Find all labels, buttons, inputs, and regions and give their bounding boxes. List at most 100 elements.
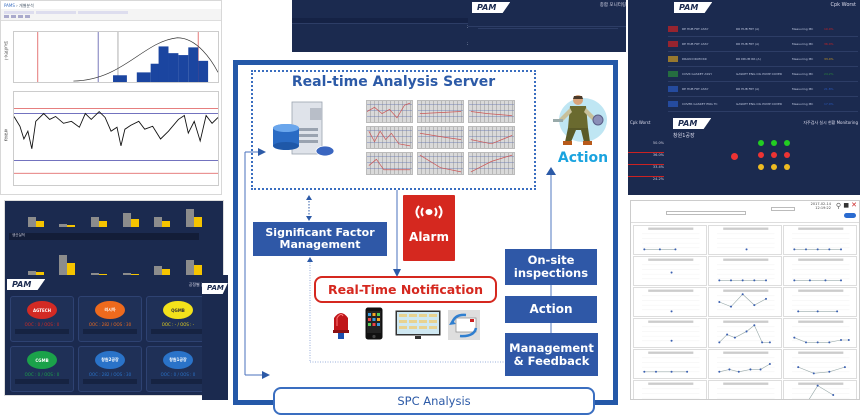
bar-yellow — [162, 221, 171, 227]
filter-field[interactable] — [666, 211, 746, 215]
ooc-detail-bar — [15, 329, 69, 334]
histogram-chart — [13, 31, 219, 83]
bar-chart-2 — [20, 247, 210, 275]
bar-yellow — [194, 265, 203, 275]
plant-badge: QGMB — [163, 301, 193, 319]
section-label: 생산실적 — [9, 233, 199, 240]
flow-connectors — [244, 148, 556, 379]
control-chart-thumbnail — [417, 100, 464, 123]
bar-group — [27, 217, 44, 227]
part-name: COVER GASKET ENG TC — [682, 102, 718, 106]
cpk-value: 10.0% — [824, 27, 834, 31]
bar-group — [154, 217, 171, 227]
grid-time: 12:19:22 — [815, 206, 831, 210]
management-feedback-box: Management & Feedback — [505, 333, 598, 376]
search-icon[interactable]: ⚲ — [835, 202, 841, 210]
bar-gray — [186, 260, 195, 275]
mini-trend-chart — [633, 256, 707, 286]
server-title: Real-time Analysis Server — [291, 74, 496, 90]
print-icon[interactable]: ■ — [843, 202, 849, 209]
mgmt-line2: & Feedback — [513, 353, 590, 368]
process-name: RR DRUM RR (A) — [736, 57, 761, 61]
bar-yellow — [35, 221, 44, 227]
bar-group — [154, 266, 171, 275]
bar-group — [186, 260, 203, 275]
bar-gray — [154, 217, 163, 227]
ooc-summary: OOC : 0 / OOS : 0 — [160, 372, 196, 377]
bar-yellow — [35, 272, 44, 275]
arrow-to-action-icon — [546, 167, 556, 175]
bar-group — [186, 209, 203, 227]
cpk-value: 21.8% — [824, 87, 834, 91]
part-name: RE HUB FRT ASSY — [682, 27, 709, 31]
realtime-analysis-server-box — [251, 70, 536, 190]
bar-gray — [27, 217, 36, 227]
cpk-value: 33.4% — [824, 57, 834, 61]
bar-yellow — [130, 219, 139, 227]
mini-trend-chart — [783, 380, 857, 399]
cpk-worst-list: 50.0% 36.0% 33.4% 24.2% — [628, 141, 664, 189]
control-chart-thumbnail — [366, 152, 413, 175]
bar-yellow — [194, 217, 203, 227]
method: Measuring MC — [792, 27, 814, 31]
bar-group — [91, 273, 108, 275]
ooc-detail-bar — [83, 379, 137, 384]
cpk-table-row: COVER GASKET ENG TC GASKET ENG OIL PUMP C… — [668, 97, 858, 112]
close-icon[interactable]: ✕ — [851, 201, 857, 209]
alarm-label: Alarm — [409, 230, 449, 244]
ooc-detail-bar — [83, 329, 137, 334]
mini-trend-chart — [633, 349, 707, 379]
plant-card[interactable]: 창원1공장 OOC : 0 / OOS : 0 — [146, 346, 210, 392]
part-tag — [668, 41, 678, 47]
action-label: Action — [557, 150, 609, 166]
bar-gray — [59, 224, 68, 227]
control-chart-thumbnail — [417, 126, 464, 149]
search-button[interactable] — [844, 213, 856, 218]
database-server-icon — [273, 101, 335, 157]
plant-badge: 러시아 — [95, 301, 125, 319]
monitoring-title: 종합 모니터링 — [599, 3, 626, 8]
bar-gray — [122, 213, 131, 227]
mini-trend-chart — [783, 287, 857, 317]
mini-trend-chart — [783, 225, 857, 255]
bar-gray — [27, 271, 36, 275]
pam-logo: PAM — [472, 2, 511, 13]
part-tag — [668, 101, 678, 107]
bar-chart-1 — [20, 207, 210, 227]
grid-toolbar: 2017-02-14 12:19:22 ⚲ ■ ✕ — [631, 201, 859, 223]
option-field[interactable] — [771, 207, 795, 211]
ooc-summary: OOC : 282 / OOS : 30 — [88, 322, 132, 327]
mini-trend-chart — [783, 349, 857, 379]
ooc-detail-bar — [151, 329, 205, 334]
control-chart-thumbnail — [366, 100, 413, 123]
mini-trend-chart — [708, 256, 782, 286]
part-name: COVR GASKET ASSY — [682, 72, 713, 76]
arrow-to-spc-icon — [262, 371, 270, 379]
onsite-line1: On-site — [527, 253, 575, 268]
mgmt-line1: Management — [509, 340, 594, 355]
screenshot-overall-monitoring: PAM 종합 모니터링 — [468, 0, 630, 52]
ooc-detail-bar — [15, 379, 69, 384]
plant-card[interactable]: 러시아 OOC : 282 / OOS : 30 — [78, 296, 142, 342]
part-name: RE HUB FRT ASSY — [682, 87, 709, 91]
bar-gray — [186, 209, 195, 227]
method: Measuring MC — [792, 57, 814, 61]
significant-factor-management-box: Significant Factor Management — [253, 222, 387, 256]
part-tag — [668, 56, 678, 62]
plant-name: 창원1공장 — [673, 133, 695, 139]
plant-badge: 창원1공장 — [163, 351, 193, 369]
ooc-summary: OOC : 0 / OOS : 0 — [24, 322, 60, 327]
sig-factor-line2: Management — [279, 238, 361, 251]
process-name: GASKET ENG OIL PUMP COVER — [736, 102, 783, 106]
arrow-to-server-icon — [258, 148, 266, 156]
plant-badge: 창원2공장 — [95, 351, 125, 369]
app-name: PAMS — [4, 3, 15, 8]
